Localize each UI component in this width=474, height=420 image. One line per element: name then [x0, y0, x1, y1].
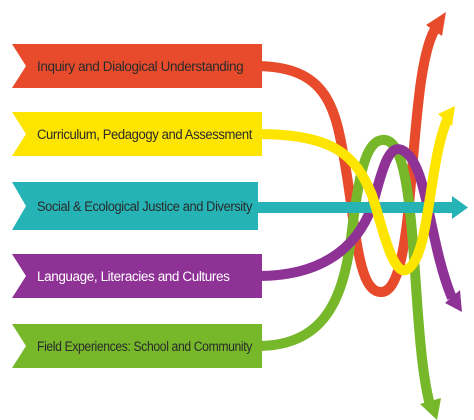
language-arrowhead — [445, 290, 462, 312]
band-curriculum-label: Curriculum, Pedagogy and Assessment — [37, 127, 253, 142]
band-field: Field Experiences: School and Community — [12, 324, 262, 368]
band-justice-label: Social & Ecological Justice and Diversit… — [37, 199, 253, 214]
field-arrowhead — [420, 398, 441, 420]
justice-strand — [254, 202, 454, 213]
inquiry-strand — [254, 23, 442, 297]
band-inquiry: Inquiry and Dialogical Understanding — [12, 44, 262, 88]
justice-arrowhead — [452, 196, 468, 219]
band-curriculum-ribbon — [12, 112, 262, 156]
band-field-ribbon — [12, 324, 262, 368]
band-curriculum: Curriculum, Pedagogy and Assessment — [12, 112, 262, 156]
band-justice-ribbon — [12, 182, 258, 230]
strands-layer — [254, 12, 468, 420]
band-language: Language, Literacies and Cultures — [12, 254, 262, 298]
band-field-label: Field Experiences: School and Community — [37, 339, 253, 354]
band-justice: Social & Ecological Justice and Diversit… — [12, 182, 258, 230]
banners-layer: Inquiry and Dialogical Understanding Cur… — [12, 44, 262, 368]
band-inquiry-ribbon — [12, 44, 262, 88]
curriculum-strand — [254, 118, 452, 276]
band-language-label: Language, Literacies and Cultures — [37, 269, 230, 284]
curriculum-arrowhead — [438, 106, 455, 126]
band-inquiry-label: Inquiry and Dialogical Understanding — [37, 59, 243, 74]
band-language-ribbon — [12, 254, 262, 298]
field-strand — [257, 134, 435, 407]
inquiry-arrowhead — [426, 12, 446, 36]
